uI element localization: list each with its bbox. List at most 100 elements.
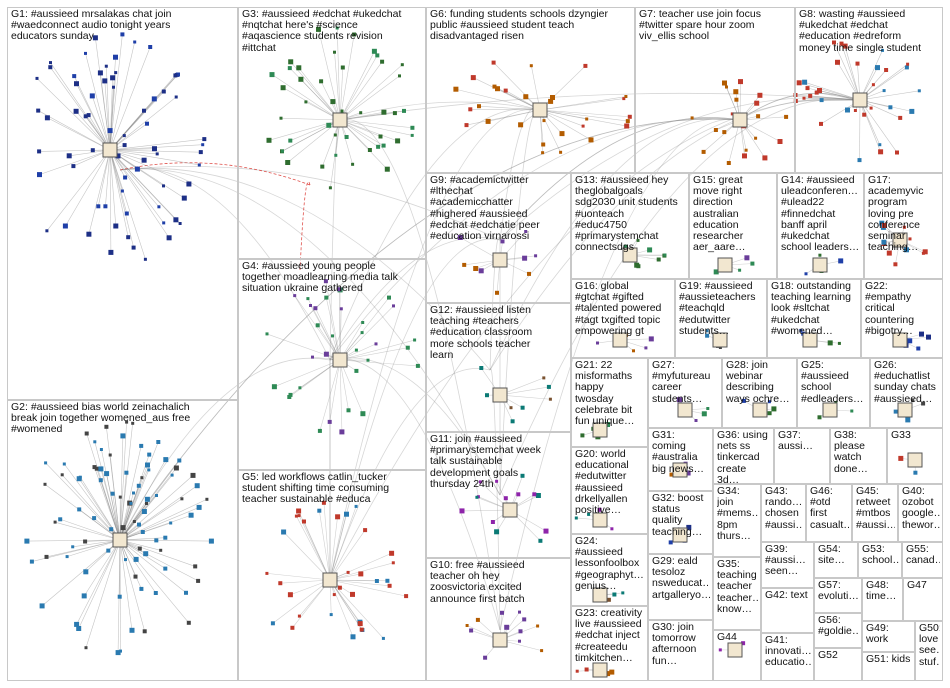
- graph-edge: [289, 67, 341, 121]
- group-label-g17: G17: academyvic program loving pre confe…: [868, 175, 924, 254]
- graph-node: [469, 628, 474, 633]
- graph-node: [84, 431, 89, 436]
- graph-node: [108, 453, 112, 457]
- graph-edge: [833, 42, 861, 101]
- graph-node: [518, 639, 521, 643]
- graph-node: [500, 239, 505, 244]
- group-label-g57: G57: evoluti…: [818, 580, 859, 603]
- graph-node: [311, 355, 314, 359]
- graph-node: [201, 143, 205, 147]
- cross-group-edge: [329, 357, 501, 496]
- graph-node: [881, 239, 887, 245]
- graph-node: [522, 617, 527, 622]
- graph-edge: [112, 493, 121, 541]
- group-label-g21: G21: 22 misformaths happy twosday celebr…: [575, 360, 635, 428]
- graph-node: [281, 149, 284, 153]
- graph-node: [668, 540, 673, 545]
- group-box-g1: G1: #aussieed mrsalakas chat join #waedc…: [7, 7, 238, 400]
- graph-node: [324, 295, 329, 300]
- cross-group-edge: [329, 237, 501, 361]
- graph-edge: [272, 579, 331, 624]
- graph-edge: [473, 77, 541, 111]
- graph-node: [754, 136, 758, 140]
- group-box-g19: G19: #aussieed #aussieteachers #teachqld…: [675, 279, 767, 358]
- group-box-g3: G3: #aussieed #edchat #ukedchat #nqtchat…: [238, 7, 426, 259]
- graph-edge: [105, 149, 111, 207]
- graph-node: [173, 217, 179, 223]
- graph-node: [152, 146, 157, 152]
- hub-node-avatar: [672, 462, 688, 478]
- graph-edge: [329, 516, 338, 581]
- group-box-g29: G29: eald tesoloz nsweducat… artgalleryo…: [648, 554, 713, 620]
- graph-node: [62, 462, 66, 466]
- graph-node: [287, 592, 293, 598]
- graph-node: [37, 149, 42, 154]
- graph-node: [89, 93, 95, 99]
- graph-node: [74, 621, 80, 627]
- hub-node-avatar: [322, 572, 338, 588]
- graph-node: [163, 457, 169, 463]
- graph-node: [520, 473, 525, 478]
- hub-node-avatar: [822, 402, 838, 418]
- graph-node: [495, 290, 499, 295]
- graph-node: [911, 399, 915, 403]
- group-box-g34: G34: join #mems… 8pm thurs…: [713, 484, 761, 557]
- graph-node: [163, 566, 168, 571]
- graph-node: [133, 574, 138, 579]
- graph-node: [395, 138, 401, 144]
- graph-node: [103, 204, 108, 209]
- graph-node: [333, 133, 337, 137]
- graph-node: [44, 115, 50, 121]
- graph-node: [37, 172, 42, 178]
- graph-node: [485, 118, 491, 124]
- graph-node: [503, 88, 508, 93]
- graph-node: [879, 220, 885, 226]
- graph-edge: [539, 96, 626, 111]
- graph-edge: [100, 480, 121, 541]
- graph-node: [136, 483, 141, 488]
- graph-edge: [119, 539, 133, 631]
- graph-node: [881, 223, 887, 228]
- graph-node: [705, 333, 710, 338]
- graph-edge: [539, 98, 624, 111]
- graph-node: [159, 548, 163, 552]
- cross-group-edge: [329, 238, 501, 581]
- graph-node: [690, 116, 694, 120]
- graph-node: [140, 476, 144, 480]
- graph-edge: [97, 149, 111, 207]
- graph-node: [335, 514, 341, 520]
- graph-node: [93, 440, 97, 444]
- graph-node: [756, 114, 761, 119]
- graph-edge: [499, 394, 551, 400]
- graph-node: [410, 125, 415, 130]
- group-label-g27: G27: #myfutureau career students…: [652, 360, 711, 405]
- graph-node: [122, 134, 126, 138]
- graph-edge: [310, 305, 341, 361]
- graph-node: [298, 386, 302, 390]
- graph-node: [98, 478, 103, 483]
- graph-node: [112, 85, 115, 89]
- graph-node: [381, 143, 386, 148]
- graph-edge: [109, 149, 146, 260]
- group-label-g12: G12: #aussieed listen teaching #teachers…: [430, 305, 533, 361]
- graph-node: [329, 613, 333, 617]
- hub-node-avatar: [897, 402, 913, 418]
- graph-node: [904, 247, 909, 253]
- hub-node-avatar: [502, 502, 518, 518]
- hub-node-avatar: [592, 512, 608, 528]
- graph-node: [516, 492, 521, 497]
- graph-node: [541, 151, 545, 155]
- graph-node: [108, 249, 114, 255]
- graph-node: [842, 43, 848, 49]
- group-box-g16: G16: global #gtchat #gifted #talented po…: [571, 279, 675, 358]
- graph-node: [850, 409, 854, 413]
- graph-edge: [78, 478, 121, 541]
- graph-node: [527, 271, 531, 276]
- graph-node: [750, 261, 755, 266]
- graph-edge: [38, 110, 111, 151]
- group-label-g13: G13: #aussieed hey theglobalgoals sdg203…: [575, 175, 678, 254]
- graph-edge: [329, 579, 363, 631]
- graph-node: [35, 76, 39, 80]
- hub-node-avatar: [892, 332, 908, 348]
- group-label-g43: G43: rando… chosen #aussi…: [765, 486, 803, 531]
